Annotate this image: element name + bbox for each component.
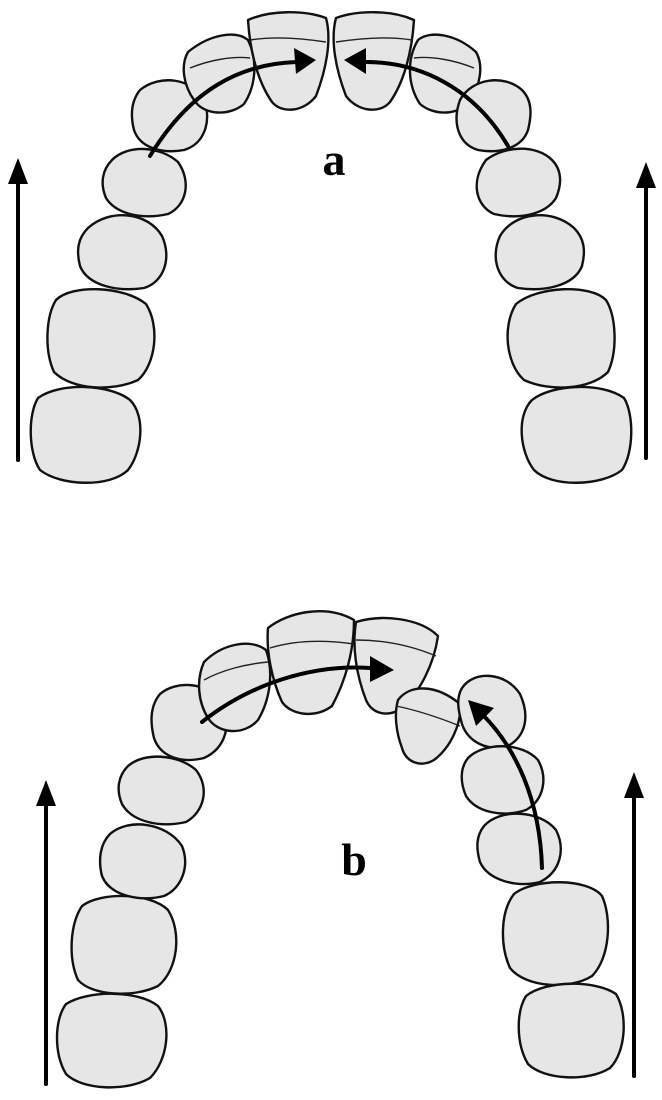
- tooth-b-left-2nd-premolar: [98, 823, 187, 900]
- incisal-line: [413, 56, 475, 69]
- tooth-b-left-2nd-molar: [55, 992, 168, 1089]
- panel-a-label: a: [323, 134, 346, 185]
- arrow-b-right-curved-head: [468, 700, 494, 726]
- tooth-a-right-2nd-molar: [520, 385, 633, 484]
- incisal-line: [203, 661, 269, 681]
- tooth-b-right-canine: [457, 674, 527, 749]
- arrow-a-right-vertical-head: [636, 162, 656, 188]
- arrow-b-right-vertical-head: [624, 772, 644, 798]
- tooth-a-right-2nd-premolar: [494, 214, 586, 291]
- tooth-b-left-central-incisor: [266, 610, 356, 715]
- panel-b-label: b: [341, 834, 367, 885]
- tooth-a-left-1st-molar: [46, 287, 156, 389]
- tooth-b-right-2nd-premolar: [476, 812, 562, 886]
- incisal-line: [395, 705, 461, 727]
- tooth-a-left-canine: [130, 79, 209, 153]
- arrow-a-right-curved-head: [344, 48, 366, 74]
- tooth-a-left-lateral-incisor: [182, 33, 256, 114]
- tooth-a-right-1st-molar: [506, 287, 616, 389]
- tooth-b-right-lateral-incisor: [394, 687, 462, 765]
- arrow-b-left-vertical-head: [36, 780, 56, 806]
- arrow-a-left-curved: [148, 60, 298, 158]
- tooth-a-right-1st-premolar: [475, 147, 562, 218]
- tooth-b-right-2nd-molar: [517, 982, 625, 1079]
- tooth-b-left-1st-molar: [70, 894, 178, 995]
- incisal-line: [355, 639, 437, 657]
- arrow-b-left-curved: [200, 665, 372, 724]
- tooth-a-left-1st-premolar: [101, 147, 187, 218]
- arrow-a-left-curved-head: [294, 48, 316, 74]
- arrow-b-right-curved: [480, 712, 544, 870]
- arrow-a-right-curved: [364, 60, 510, 148]
- tooth-a-left-2nd-premolar: [76, 214, 168, 291]
- tooth-b-right-1st-molar: [501, 881, 610, 987]
- arrow-a-left-vertical-head: [8, 158, 28, 184]
- tooth-a-right-canine: [455, 79, 532, 153]
- panel-b: b: [36, 610, 644, 1089]
- panel-a: a: [8, 11, 656, 484]
- incisal-line: [335, 37, 413, 43]
- tooth-b-left-1st-premolar: [117, 755, 205, 826]
- arrow-b-left-curved-head: [370, 656, 394, 682]
- tooth-b-right-1st-premolar: [460, 745, 545, 815]
- incisal-line: [269, 640, 355, 649]
- incisal-line: [189, 56, 251, 69]
- incisal-line: [249, 37, 327, 43]
- tooth-a-left-2nd-molar: [29, 385, 142, 484]
